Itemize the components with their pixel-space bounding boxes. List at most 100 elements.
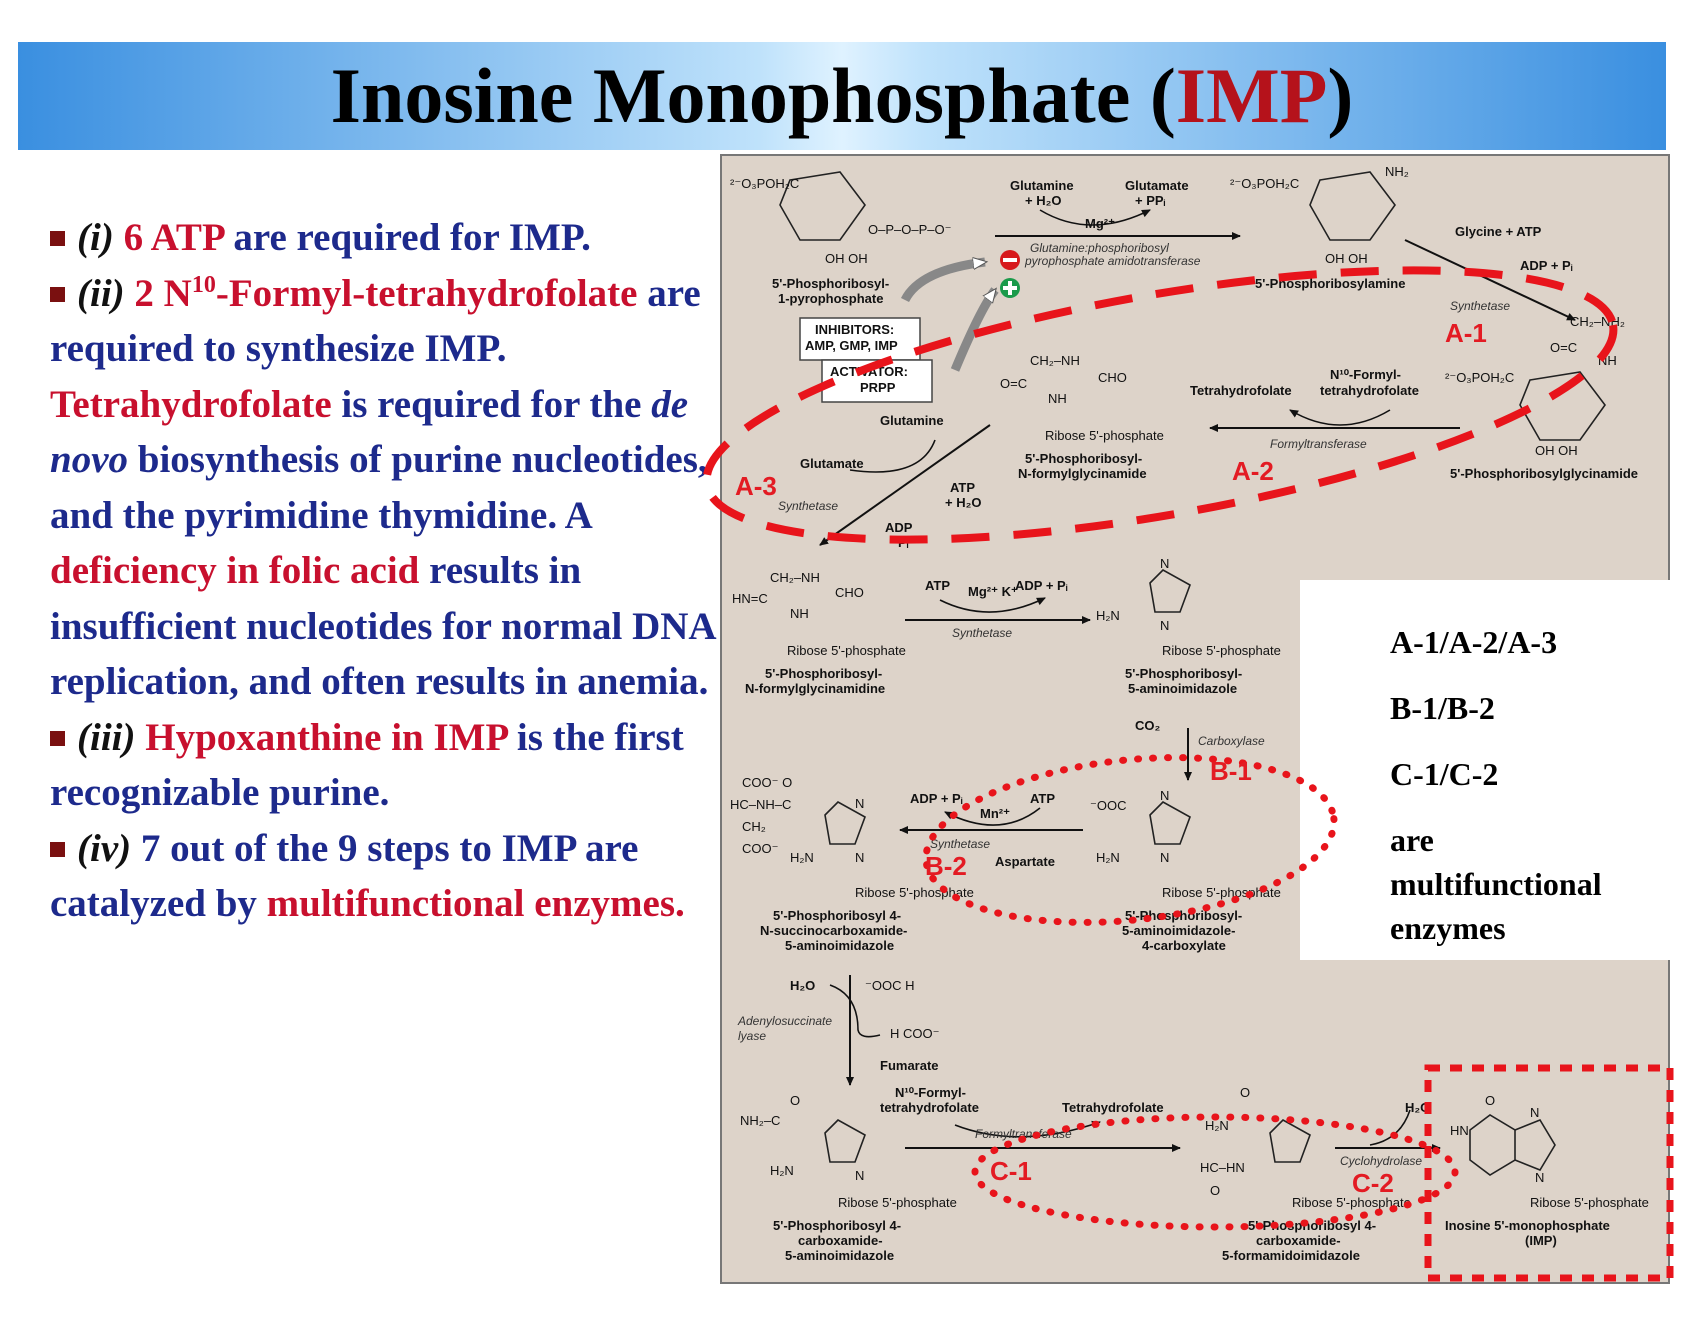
svg-text:N: N — [855, 796, 864, 811]
svg-text:N: N — [855, 850, 864, 865]
pra-structure: ²⁻O₃POH₂C NH₂ OH OH — [1230, 164, 1409, 266]
fumarate-structure-b: H COO⁻ — [890, 1026, 939, 1041]
svg-text:O: O — [1210, 1183, 1220, 1198]
page-title: Inosine Monophosphate (IMP) — [330, 52, 1354, 139]
step-label-b2: B-2 — [925, 851, 967, 881]
arrow-step4 — [819, 424, 991, 546]
reagent-atp-h2o: ATP — [950, 480, 975, 495]
svg-text:O=C: O=C — [1000, 376, 1027, 391]
compound-cair: 5'-Phosphoribosyl- — [1125, 908, 1242, 923]
enzyme-cyclohydrolase: Cyclohydrolase — [1340, 1154, 1422, 1168]
title-bar — [18, 42, 1666, 150]
svg-text:CH₂–NH: CH₂–NH — [1030, 353, 1080, 368]
svg-text:N: N — [1160, 850, 1169, 865]
inhibitor-arrow — [900, 262, 985, 303]
bullet-list: (i) 6 ATP are required for IMP. (ii) 2 N… — [50, 210, 730, 932]
reagent-atp: ATP — [925, 578, 950, 593]
svg-text:HC–HN: HC–HN — [1200, 1160, 1245, 1175]
reagent-glutamine-h2o: Glutamine — [1010, 178, 1074, 193]
svg-text:N: N — [1160, 788, 1169, 803]
side-note-box — [1300, 580, 1670, 960]
curved-arrow-step10 — [1369, 1109, 1411, 1146]
compound-fgar-2: N-formylglycinamide — [1018, 466, 1147, 481]
svg-text:O: O — [1240, 1085, 1250, 1100]
reagent-n10: N¹⁰-Formyl- — [1330, 367, 1401, 382]
bullet-4: (iv) 7 out of the 9 steps to IMP are cat… — [50, 826, 685, 925]
side-note-e: multifunctional — [1390, 866, 1602, 902]
svg-text:OH OH: OH OH — [1325, 251, 1368, 266]
compound-faicar-3: 5-formamidoimidazole — [1222, 1248, 1360, 1263]
enzyme-synthetase-1: Synthetase — [1450, 299, 1510, 313]
svg-text:H₂N: H₂N — [790, 850, 814, 865]
bullet-1: (i) 6 ATP are required for IMP. — [50, 210, 730, 266]
reagent-n10c-2: tetrahydrofolate — [880, 1100, 979, 1115]
overlay-imp-box — [1424, 1064, 1674, 1282]
reagent-glutamate: Glutamate — [800, 456, 864, 471]
compound-aicar-3: 5-aminoimidazole — [785, 1248, 894, 1263]
curved-arrow-step3 — [1289, 409, 1391, 426]
enzyme-lyase-2: lyase — [738, 1029, 766, 1043]
fgar-structure: CH₂–NH CHO O=C NH Ribose 5'-phosphate — [1000, 353, 1164, 443]
reagent-glutamate-ppi: Glutamate — [1125, 178, 1189, 193]
step-label-a2: A-2 — [1232, 456, 1274, 486]
reagent-mgk: Mg²⁺ K⁺ — [968, 584, 1018, 599]
ribose-air: Ribose 5'-phosphate — [1162, 643, 1281, 658]
svg-text:H₂N: H₂N — [1205, 1118, 1229, 1133]
reagent-fumarate: Fumarate — [880, 1058, 939, 1073]
compound-prpp-2: 1-pyrophosphate — [778, 291, 883, 306]
reagent-glutamate-ppi-2: + PPᵢ — [1135, 193, 1166, 208]
compound-cair-2: 5-aminoimidazole- — [1122, 923, 1235, 938]
compound-prpp: 5'-Phosphoribosyl- — [772, 276, 889, 291]
svg-text:N: N — [855, 1168, 864, 1183]
ribose-imp: Ribose 5'-phosphate — [1530, 1195, 1649, 1210]
svg-text:CH₂: CH₂ — [742, 819, 766, 834]
side-note: A-1/A-2/A-3 B-1/B-2 C-1/C-2 are multifun… — [1390, 620, 1602, 950]
reagent-adp-pi: ADP + Pᵢ — [1520, 258, 1573, 273]
enzyme-amidotransferase: Glutamine:phosphoribosyl — [1030, 241, 1169, 255]
svg-text:OH OH: OH OH — [1535, 443, 1578, 458]
ribose-faicar: Ribose 5'-phosphate — [1292, 1195, 1411, 1210]
svg-text:O=C: O=C — [1550, 340, 1577, 355]
reagent-glycine-atp: Glycine + ATP — [1455, 224, 1542, 239]
svg-text:HN: HN — [1450, 1123, 1469, 1138]
reagent-n10-2: tetrahydrofolate — [1320, 383, 1419, 398]
svg-text:OH OH: OH OH — [825, 251, 868, 266]
curved-arrow-step1 — [1039, 209, 1151, 226]
fumarate-structure-a: ⁻OOC H — [865, 978, 914, 993]
svg-text:CHO: CHO — [835, 585, 864, 600]
reagent-adp-pi3: ADP + Pᵢ — [1015, 578, 1068, 593]
reagent-n10c: N¹⁰-Formyl- — [895, 1085, 966, 1100]
reagent-adp-pi2: ADP — [885, 520, 913, 535]
svg-text:⁻OOC: ⁻OOC — [1090, 798, 1126, 813]
compound-imp-2: (IMP) — [1525, 1233, 1557, 1248]
reagent-atp-h2o-2: + H₂O — [945, 495, 981, 510]
svg-text:CHO: CHO — [1098, 370, 1127, 385]
overlay-group-c1 — [971, 1113, 1459, 1231]
svg-text:O: O — [1485, 1093, 1495, 1108]
curved-arrow-step4 — [849, 439, 936, 473]
arrow-step2 — [1404, 239, 1576, 321]
side-note-b: B-1/B-2 — [1390, 690, 1495, 726]
imp-structure: O HN N N Ribose 5'-phosphate — [1450, 1093, 1649, 1210]
svg-text:H₂N: H₂N — [1096, 850, 1120, 865]
svg-text:N: N — [1530, 1105, 1539, 1120]
side-note-d: are — [1390, 822, 1434, 858]
compound-gar: 5'-Phosphoribosylglycinamide — [1450, 466, 1638, 481]
svg-text:NH₂–C: NH₂–C — [740, 1113, 780, 1128]
reagent-h2o2: H₂O — [1405, 1100, 1430, 1115]
inhibitors-list: AMP, GMP, IMP — [805, 338, 898, 353]
ribose-aicar: Ribose 5'-phosphate — [838, 1195, 957, 1210]
svg-text:HN=C: HN=C — [732, 591, 768, 606]
curved-arrow-step5 — [939, 597, 1046, 613]
enzyme-formyltransferase-1: Formyltransferase — [1270, 437, 1367, 451]
bullet-2: (ii) 2 N10-Formyl-tetrahydrofolate are r… — [50, 271, 715, 703]
reagent-adp-pi4: ADP + Pᵢ — [910, 791, 963, 806]
activator-arrow — [950, 287, 999, 372]
svg-text:H₂N: H₂N — [770, 1163, 794, 1178]
step-label-a3: A-3 — [735, 471, 777, 501]
bullet-marker — [50, 231, 65, 246]
compound-saicar-2: N-succinocarboxamide- — [760, 923, 907, 938]
svg-text:O–P–O–P–O⁻: O–P–O–P–O⁻ — [868, 222, 951, 237]
step-label-c1: C-1 — [990, 1156, 1032, 1186]
compound-fgar: 5'-Phosphoribosyl- — [1025, 451, 1142, 466]
